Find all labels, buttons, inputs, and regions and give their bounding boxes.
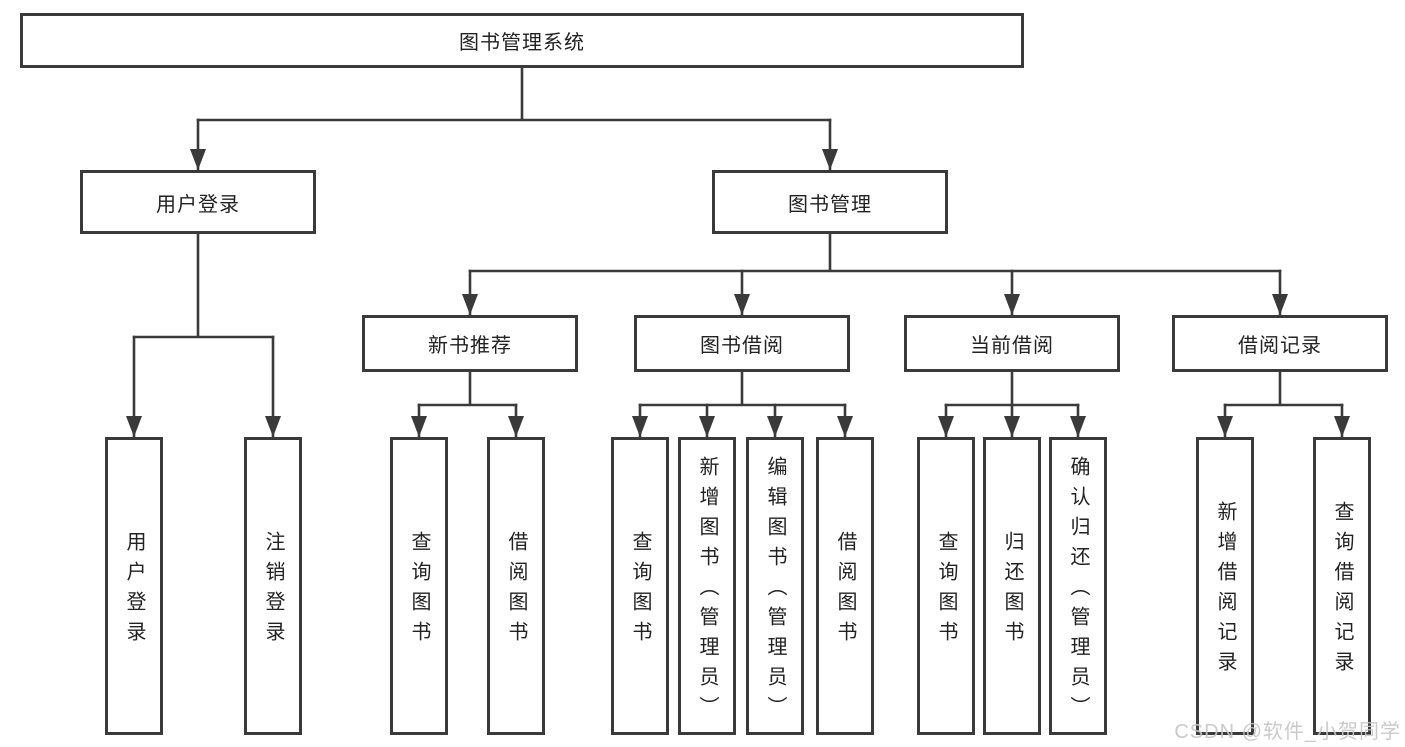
node-label: 借阅记录 <box>1238 335 1322 357</box>
watermark: CSDN @软件_小贺同学 <box>1174 721 1401 743</box>
edges-book-borrowing-leaves <box>632 371 853 437</box>
node-label: 归还图书 <box>1001 531 1023 651</box>
node-label: 编辑图书（管理员） <box>764 456 786 726</box>
node-borrowing-records: 借阅记录 <box>1172 315 1388 372</box>
node-label: 借阅图书 <box>505 531 527 651</box>
node-label: 查询图书 <box>408 531 430 651</box>
leaf-recommend-query-books: 查询图书 <box>390 437 448 735</box>
node-label: 借阅图书 <box>834 531 856 651</box>
edges-recommendation-leaves <box>411 371 524 437</box>
leaf-user-login: 用户登录 <box>105 437 163 735</box>
node-label: 查询图书 <box>629 531 651 651</box>
node-label: 用户登录 <box>123 531 145 651</box>
node-label: 注销登录 <box>262 531 284 651</box>
edges-management-branch <box>462 233 1288 315</box>
leaf-query-borrow-record: 查询借阅记录 <box>1313 437 1371 735</box>
leaf-edit-book-admin: 编辑图书（管理员） <box>746 437 804 735</box>
node-new-book-recommendation: 新书推荐 <box>362 315 578 372</box>
node-label: 当前借阅 <box>970 335 1054 357</box>
node-label: 用户登录 <box>156 193 240 216</box>
node-label: 新增借阅记录 <box>1214 501 1236 681</box>
leaf-return-books: 归还图书 <box>983 437 1041 735</box>
node-user-login: 用户登录 <box>80 170 316 234</box>
node-label: 查询图书 <box>935 531 957 651</box>
leaf-borrowing-borrow-books: 借阅图书 <box>816 437 874 735</box>
node-label: 图书管理 <box>788 193 872 216</box>
edges-login-branch <box>126 233 281 437</box>
node-book-borrowing: 图书借阅 <box>634 315 850 372</box>
node-label: 图书借阅 <box>700 335 784 357</box>
node-book-management: 图书管理 <box>712 170 948 234</box>
leaf-logout: 注销登录 <box>244 437 302 735</box>
edges-borrowing-records-leaves <box>1217 371 1350 437</box>
node-label: 查询借阅记录 <box>1331 501 1353 681</box>
leaf-add-borrow-record: 新增借阅记录 <box>1196 437 1254 735</box>
leaf-recommend-borrow-books: 借阅图书 <box>487 437 545 735</box>
leaf-confirm-return-admin: 确认归还（管理员） <box>1049 437 1107 735</box>
node-label: 新书推荐 <box>428 335 512 357</box>
node-current-borrowing: 当前借阅 <box>904 315 1120 372</box>
node-label: 确认归还（管理员） <box>1067 456 1089 726</box>
node-label: 图书管理系统 <box>459 32 585 54</box>
node-library-management-system: 图书管理系统 <box>20 13 1024 68</box>
edges-current-borrowing-leaves <box>938 371 1086 437</box>
leaf-add-book-admin: 新增图书（管理员） <box>678 437 736 735</box>
leaf-current-query-books: 查询图书 <box>917 437 975 735</box>
leaf-borrowing-query-books: 查询图书 <box>611 437 669 735</box>
edges-root-to-level2 <box>190 67 838 170</box>
node-label: 新增图书（管理员） <box>696 456 718 726</box>
